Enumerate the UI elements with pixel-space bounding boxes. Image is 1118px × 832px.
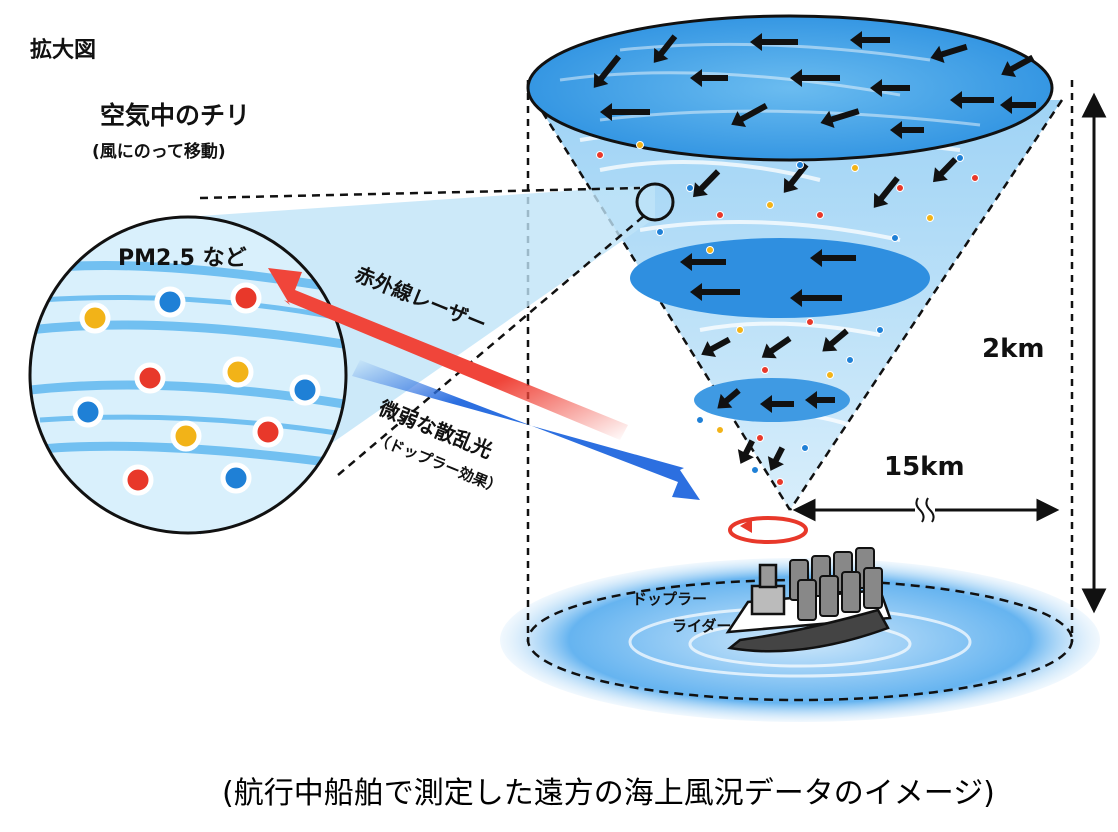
dust-particle	[891, 234, 899, 242]
dust-particle	[926, 214, 934, 222]
dust-particle	[776, 478, 784, 486]
enlarged-view-title: 拡大図	[30, 38, 97, 63]
zoom-circle	[28, 215, 348, 535]
dust-particle	[636, 141, 644, 149]
wind-arrow	[870, 79, 910, 97]
wind-arrow	[822, 328, 849, 352]
radius-label: 15km	[884, 452, 965, 482]
wind-arrow	[737, 439, 755, 464]
dust-particle	[851, 164, 859, 172]
scatter-beam	[352, 360, 700, 500]
dust-particle	[656, 228, 664, 236]
dust-subtitle: (風にのって移動)	[92, 142, 226, 162]
dust-particle	[761, 366, 769, 374]
radius-arrow	[792, 497, 1060, 523]
caption: (航行中船舶で測定した遠方の海上風況データのイメージ)	[222, 776, 995, 811]
container-stack	[797, 579, 817, 621]
container-stack	[841, 571, 861, 613]
wind-arrow	[760, 395, 794, 413]
dust-particle	[846, 356, 854, 364]
dust-particle	[801, 444, 809, 452]
wind-arrows	[593, 31, 1036, 471]
dust-particle	[766, 201, 774, 209]
dust-particle	[756, 434, 764, 442]
zoom-particles	[72, 282, 321, 496]
height-arrow	[1081, 92, 1107, 614]
ship-containers	[789, 547, 883, 621]
wind-arrow	[690, 283, 740, 301]
dust-particle	[956, 154, 964, 162]
wind-arrow	[930, 43, 968, 64]
pm-particle	[79, 302, 111, 334]
wind-arrow	[701, 336, 731, 357]
dust-particle	[596, 151, 604, 159]
pm-particle	[220, 462, 252, 494]
height-label: 2km	[982, 334, 1045, 364]
dust-particle	[706, 246, 714, 254]
dust-particle	[696, 416, 704, 424]
pm-particle	[289, 374, 321, 406]
dust-particle	[806, 318, 814, 326]
dust-particle	[971, 174, 979, 182]
container-stack	[863, 567, 883, 609]
wind-arrow	[680, 253, 726, 271]
wind-arrow	[761, 335, 792, 359]
pm-particle	[252, 416, 284, 448]
dust-particle	[826, 371, 834, 379]
dust-particle	[876, 326, 884, 334]
dust-heading: 空気中のチリ	[100, 101, 251, 130]
magnifier-target	[635, 182, 675, 222]
pm-particle	[222, 356, 254, 388]
dust-particle	[816, 211, 824, 219]
pm-particle	[230, 282, 262, 314]
dust-particle	[896, 184, 904, 192]
top-wind-disc	[526, 14, 1054, 162]
wind-arrow	[783, 162, 809, 193]
wind-arrow	[850, 31, 890, 49]
laser-beam	[268, 268, 628, 440]
wind-arrow	[653, 34, 678, 63]
lidar-label-line2: ライダー	[672, 617, 732, 635]
scan-rotation-ring	[728, 516, 808, 544]
dust-particle	[716, 426, 724, 434]
wind-arrow	[890, 121, 924, 139]
dust-particle	[716, 211, 724, 219]
wind-arrow	[1001, 54, 1035, 77]
wind-arrow	[593, 54, 621, 88]
wind-arrow	[600, 103, 650, 121]
wind-arrow	[750, 33, 798, 51]
wind-arrow	[790, 289, 842, 307]
mid-wind-disc	[630, 238, 930, 318]
cone-particles	[596, 141, 979, 486]
wind-arrow	[873, 176, 900, 208]
particle-label: PM2.5 など	[118, 246, 247, 271]
pm-particle	[122, 464, 154, 496]
dust-particle	[736, 326, 744, 334]
pm-particle	[72, 396, 104, 428]
wind-arrow	[820, 108, 860, 129]
wind-arrow	[933, 157, 958, 183]
dust-particle	[751, 466, 759, 474]
wind-arrow	[693, 169, 721, 198]
wind-arrow	[717, 388, 741, 409]
wind-arrow	[767, 446, 785, 471]
wind-arrow	[950, 91, 994, 109]
wind-arrow	[805, 391, 835, 409]
dust-particle	[686, 184, 694, 192]
lidar-label-line1: ドップラー	[632, 590, 708, 608]
pm-particle	[134, 362, 166, 394]
container-stack	[819, 575, 839, 617]
wind-arrow	[731, 102, 768, 127]
wind-arrow	[1000, 96, 1036, 114]
wind-arrow	[810, 249, 856, 267]
wind-arrow	[690, 69, 728, 87]
wind-arrow	[790, 69, 840, 87]
pm-particle	[154, 286, 186, 318]
pm-particle	[170, 420, 202, 452]
dust-particle	[796, 161, 804, 169]
